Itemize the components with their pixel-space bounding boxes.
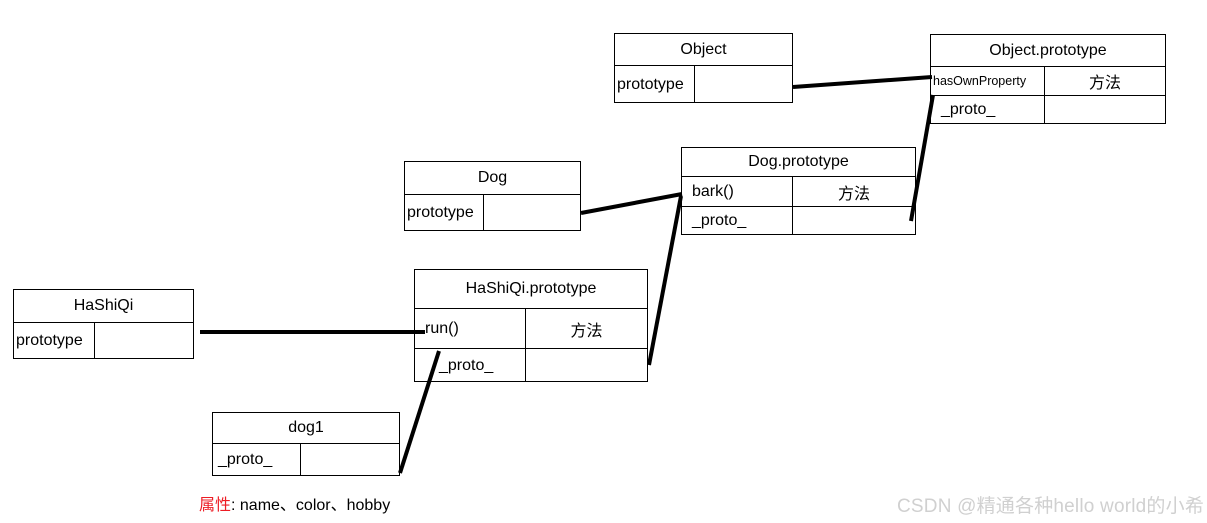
box-hashiqi-title: HaShiQi [14, 290, 193, 323]
attributes-note-value: name、color、hobby [239, 497, 391, 514]
box-object[interactable]: Object prototype [614, 33, 793, 103]
watermark: CSDN @精通各种hello world的小希 [897, 496, 1205, 517]
box-hashiqi-cell-value [95, 323, 193, 359]
box-hashiqi-prototype-row-proto: _proto_ [415, 349, 647, 382]
box-object-prototype-cell-value-1: 方法 [1088, 75, 1121, 92]
box-dog-prototype-row-proto: _proto_ [682, 207, 915, 235]
box-dog1-cell-value [301, 444, 399, 476]
box-dog-prototype-title: Dog.prototype [682, 148, 915, 177]
box-object-prototype-title: Object.prototype [931, 35, 1165, 67]
box-hashiqi-prototype[interactable]: HaShiQi.prototype run() 方法 _proto_ [414, 269, 648, 382]
box-object-prototype-cell-key-2: _proto_ [931, 96, 1045, 124]
link-hashiqi-prototype-to-dog-prototype [647, 195, 683, 366]
attributes-note-separator: : [231, 497, 240, 514]
attributes-note: 属性: name、color、hobby [199, 491, 390, 515]
box-object-prototype-row-proto: _proto_ [931, 96, 1165, 124]
box-object-prototype-cell-key-1: hasOwnProperty [931, 67, 1045, 95]
link-object-to-object-prototype [792, 75, 933, 89]
box-dog1-title: dog1 [213, 413, 399, 444]
link-dog-to-dog-prototype [580, 192, 683, 215]
box-dog-cell-key: prototype [405, 195, 484, 231]
box-hashiqi-prototype-cell-value-1: 方法 [570, 322, 603, 340]
box-dog-prototype-cell-value-1: 方法 [837, 185, 870, 203]
box-dog[interactable]: Dog prototype [404, 161, 581, 231]
box-hashiqi-prototype-title: HaShiQi.prototype [415, 270, 647, 309]
attributes-note-label: 属性 [199, 497, 232, 514]
box-dog-prototype[interactable]: Dog.prototype bark() 方法 _proto_ [681, 147, 916, 235]
box-dog1[interactable]: dog1 _proto_ [212, 412, 400, 476]
box-object-row-prototype: prototype [615, 66, 792, 103]
box-hashiqi-row-prototype: prototype [14, 323, 193, 359]
box-dog-row-prototype: prototype [405, 195, 580, 231]
box-hashiqi-prototype-cell-key-1: run() [415, 309, 526, 348]
box-object-cell-key: prototype [615, 66, 695, 103]
box-dog-prototype-cell-key-2: _proto_ [682, 207, 793, 235]
box-hashiqi-prototype-cell-key-2: _proto_ [415, 349, 526, 382]
box-hashiqi-prototype-cell-value-2 [526, 349, 647, 382]
box-hashiqi-cell-key: prototype [14, 323, 95, 359]
box-object-cell-value [695, 66, 792, 103]
box-dog1-row-proto: _proto_ [213, 444, 399, 476]
box-object-title: Object [615, 34, 792, 66]
box-dog-title: Dog [405, 162, 580, 195]
box-object-prototype[interactable]: Object.prototype hasOwnProperty 方法 _prot… [930, 34, 1166, 124]
box-dog-prototype-cell-value-2 [793, 207, 915, 235]
box-hashiqi-prototype-row-run: run() 方法 [415, 309, 647, 349]
box-object-prototype-row-hasownproperty: hasOwnProperty 方法 [931, 67, 1165, 96]
box-object-prototype-cell-value-2 [1045, 96, 1165, 124]
box-dog-prototype-cell-key-1: bark() [682, 177, 793, 206]
box-dog-prototype-row-bark: bark() 方法 [682, 177, 915, 207]
box-hashiqi[interactable]: HaShiQi prototype [13, 289, 194, 359]
box-dog1-cell-key: _proto_ [213, 444, 301, 476]
box-dog-cell-value [484, 195, 580, 231]
